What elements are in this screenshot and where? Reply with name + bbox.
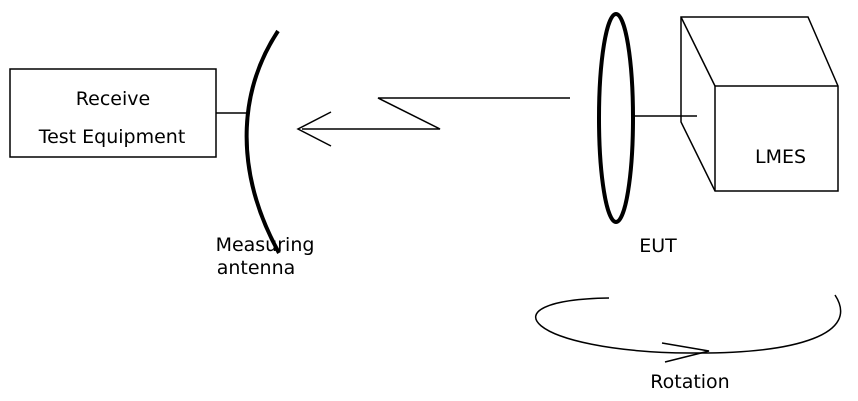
measuring-antenna-dish xyxy=(244,29,281,254)
rotation-ellipse xyxy=(534,294,842,354)
lmes-label: LMES xyxy=(755,146,807,168)
eut-ellipse xyxy=(597,12,635,224)
lmes-box xyxy=(680,16,839,192)
rotation-arrowhead xyxy=(661,342,710,363)
antenna-label: antenna xyxy=(216,257,296,279)
receive-label: Receive xyxy=(75,88,151,110)
test-equipment-label: Test Equipment xyxy=(38,126,186,148)
signal-zigzag-line xyxy=(302,97,570,130)
measuring-label: Measuring xyxy=(215,234,315,256)
rotation-label: Rotation xyxy=(650,371,730,393)
eut-label: EUT xyxy=(639,235,677,257)
signal-arrowhead xyxy=(296,111,332,147)
